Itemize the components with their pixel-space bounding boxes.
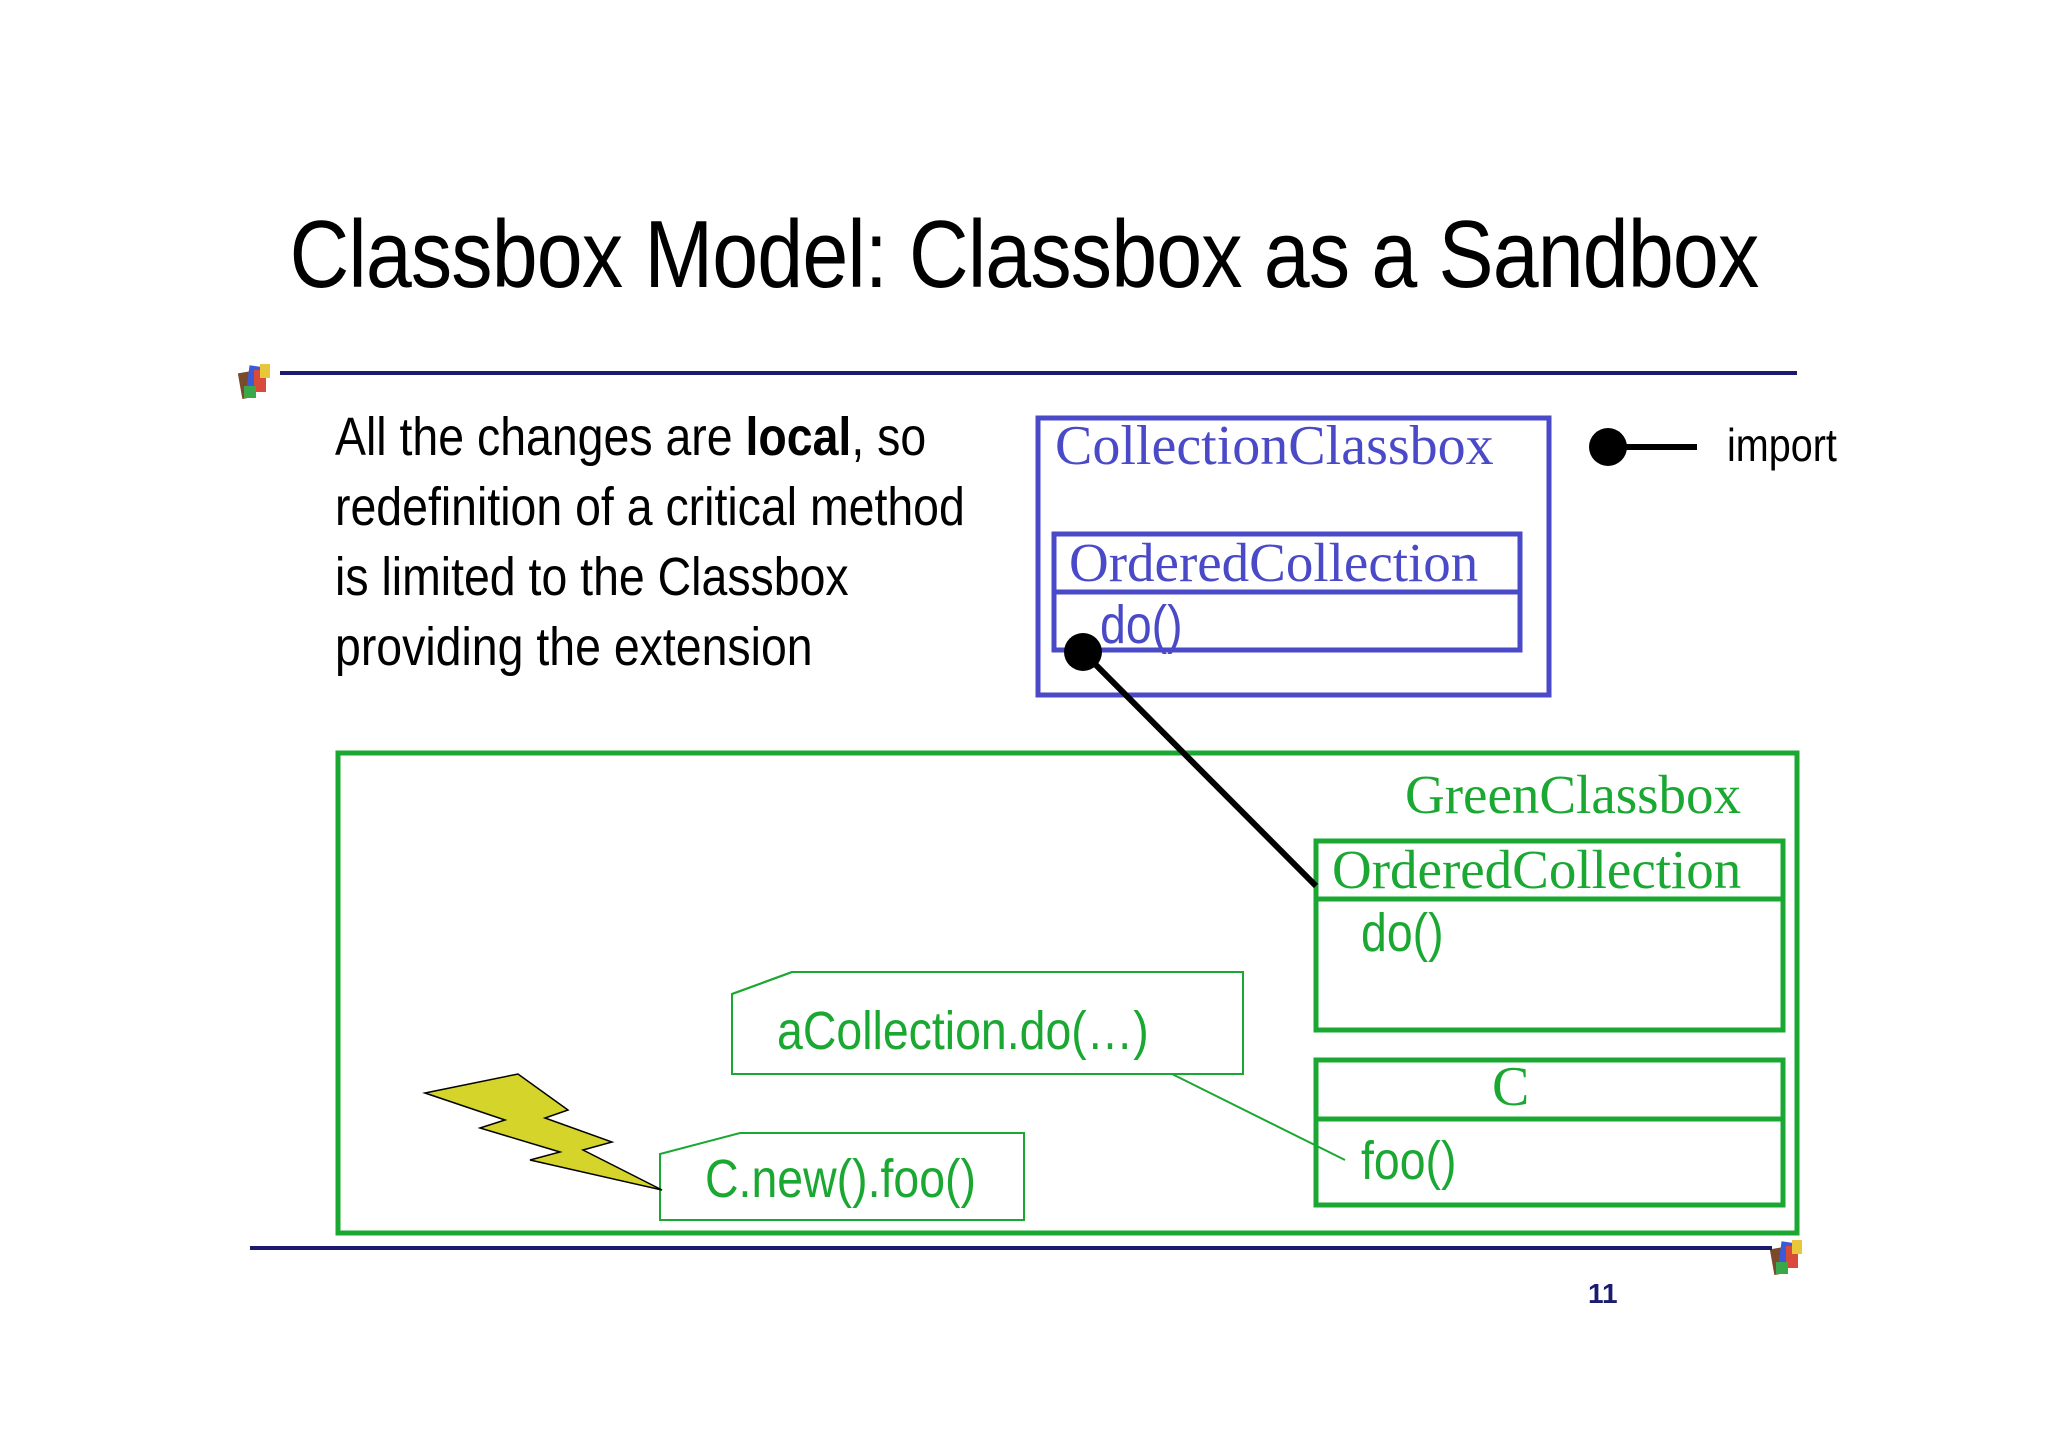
body-text: All the changes are local, so redefiniti… (335, 402, 965, 682)
lightning-icon (422, 1073, 663, 1191)
note1-connector (1171, 1073, 1346, 1161)
green-classbox-frame (335, 750, 1800, 1236)
body-bold-word: local (745, 407, 852, 467)
note2-text: C.new().foo() (705, 1149, 976, 1209)
page-number: 11 (1588, 1278, 1618, 1309)
green-class1-name: OrderedCollection (1332, 839, 1742, 900)
blue-class-method: do() (1100, 595, 1183, 655)
body-line-4: providing the extension (335, 617, 813, 677)
import-connector (1080, 649, 1319, 889)
note2-frame (659, 1132, 1025, 1221)
green-class2-name: C (1492, 1056, 1530, 1118)
body-line-1: All the changes are local, so (335, 407, 927, 467)
blue-class-name: OrderedCollection (1069, 532, 1479, 593)
green-classbox-label: GreenClassbox (1405, 764, 1742, 825)
green-class2-method: foo() (1361, 1131, 1457, 1191)
collection-classbox-label: CollectionClassbox (1055, 415, 1494, 477)
import-connector-dot (1064, 633, 1102, 671)
import-legend-label: import (1727, 419, 1837, 471)
collection-classbox-frame (1035, 415, 1552, 698)
logo-icon (238, 362, 274, 402)
body-line-3: is limited to the Classbox (335, 547, 849, 607)
green-class2-frame (1313, 1057, 1786, 1208)
green-class1-frame (1313, 838, 1786, 1033)
slide-title: Classbox Model: Classbox as a Sandbox (289, 201, 1760, 308)
logo-icon (1770, 1238, 1806, 1278)
note1-text: aCollection.do(…) (777, 1001, 1149, 1061)
green-class1-method: do() (1361, 903, 1444, 963)
body-line-2: redefinition of a critical method (335, 477, 965, 537)
